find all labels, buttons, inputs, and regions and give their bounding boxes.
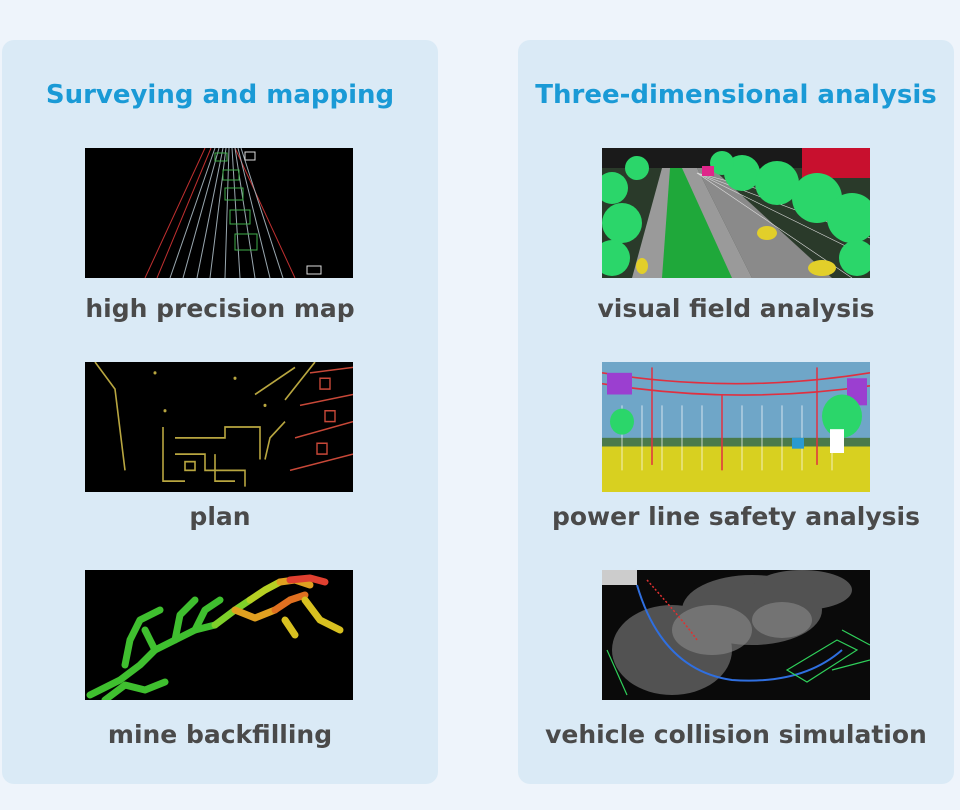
vehicle-collision-simulation-image: [602, 570, 870, 700]
caption-high-precision-map: high precision map: [85, 294, 355, 323]
plan-image: [85, 362, 353, 492]
power-line-safety-analysis-image: [602, 362, 870, 492]
caption-plan: plan: [189, 502, 251, 531]
caption-mine-backfilling: mine backfilling: [107, 720, 333, 749]
section-title: Surveying and mapping: [45, 80, 395, 110]
caption-vehicle-collision-simulation: vehicle collision simulation: [545, 720, 927, 749]
section-title: Three-dimensional analysis: [535, 80, 937, 110]
high-precision-map-image: [85, 148, 353, 278]
mine-backfilling-image: [85, 570, 353, 700]
caption-power-line-safety-analysis: power line safety analysis: [551, 502, 921, 531]
caption-visual-field-analysis: visual field analysis: [597, 294, 875, 323]
visual-field-analysis-image: [602, 148, 870, 278]
surveying-card: Surveying and mapping: [2, 40, 438, 784]
three-dimensional-card: Three-dimensional analysis: [518, 40, 954, 784]
